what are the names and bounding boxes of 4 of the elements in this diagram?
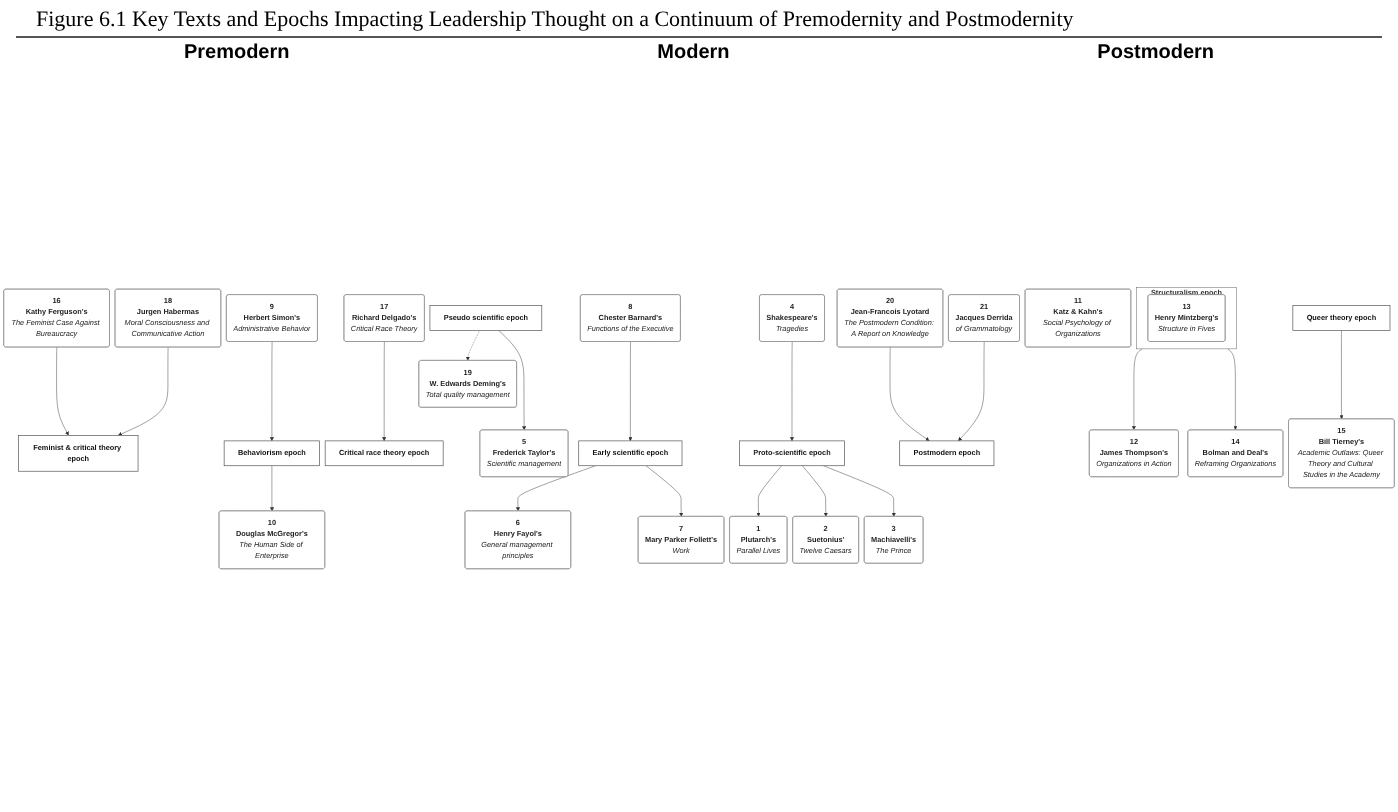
figure-title: Figure 6.1 Key Texts and Epochs Impacting Leadership Thought on a Continuum of Premodernity and Postmodernity (16, 0, 1382, 38)
epoch-label: Postmodern (1097, 42, 1215, 64)
epoch-label: Modern (657, 42, 730, 64)
epoch-label: Premodern (183, 42, 290, 64)
